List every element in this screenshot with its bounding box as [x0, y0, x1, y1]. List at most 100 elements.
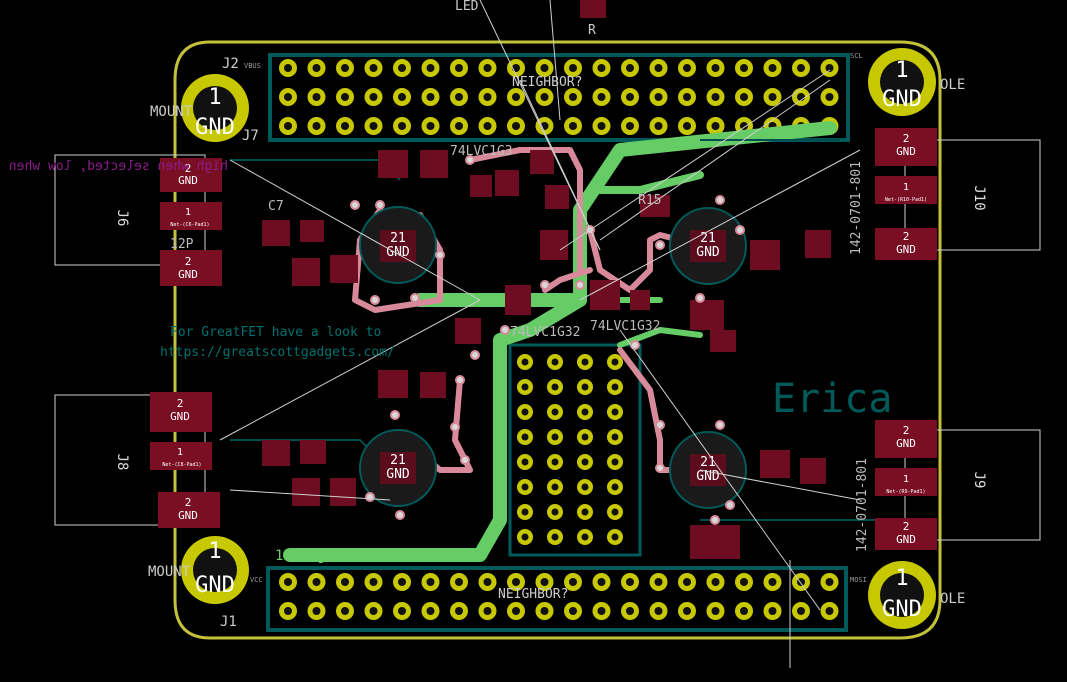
header-pin-hole	[341, 578, 349, 586]
header-pin-hole	[284, 578, 292, 586]
mounting-hole-tr: 1 GND OLE	[868, 48, 965, 116]
header-pin-hole	[569, 607, 577, 615]
header-pin-hole	[284, 122, 292, 130]
header-j2-label: J2	[222, 56, 239, 72]
header-pin-hole	[398, 578, 406, 586]
center-pin-hole	[611, 458, 619, 466]
sma-j9: J9 2 GND 1 Net-(R9-Pad1) 2 GND	[875, 420, 1041, 550]
header-j2-outline	[268, 53, 850, 142]
header-pin-hole	[312, 122, 321, 130]
header-pin-hole	[597, 122, 606, 130]
center-pin-hole	[521, 533, 529, 541]
header-pin-hole	[540, 93, 549, 101]
header-j7-label: J7	[242, 128, 259, 144]
header-pin-hole	[455, 122, 463, 130]
center-pin-hole	[551, 408, 559, 416]
header-pin-hole	[312, 578, 321, 586]
header-pin-hole	[740, 578, 748, 586]
mh-tl-net: GND	[195, 115, 235, 140]
header-pin-hole	[797, 607, 805, 615]
header-pin-hole	[483, 607, 492, 615]
sma-j9-label: J9	[971, 472, 987, 489]
note-url-1: For GreatFET have a look to	[170, 325, 381, 340]
header-pin-hole	[597, 64, 606, 72]
header-pin-hole	[540, 607, 549, 615]
sma-j10-pad2-net: Net-(R10-Pad1)	[885, 197, 927, 203]
sma-j9-pad1-num: 2	[903, 424, 910, 437]
header-pin-hole	[284, 607, 292, 615]
header-pin-hole	[369, 607, 378, 615]
center-pin-hole	[581, 458, 589, 466]
header-pin-hole	[455, 578, 463, 586]
center-pin-hole	[581, 508, 589, 516]
header-pin-hole	[398, 607, 406, 615]
header-pin-hole	[369, 93, 378, 101]
header-pin-hole	[512, 578, 520, 586]
header-pin-hole	[369, 578, 378, 586]
silk-cap12p: 12P	[170, 237, 194, 252]
header-pin-hole	[398, 64, 406, 72]
sma-j8: J8 2 GND 1 Net-(C8-Pad1) 2 GND	[54, 392, 220, 528]
header-pin-hole	[683, 93, 691, 101]
header-pin-hole	[626, 578, 634, 586]
sma-j6-pad1-net: GND	[178, 174, 198, 187]
center-pin-hole	[581, 383, 589, 391]
header-pin-hole	[455, 64, 463, 72]
center-pin-hole	[551, 433, 559, 441]
header-pin-hole	[341, 93, 349, 101]
sma-j6-pad3-net: GND	[178, 268, 198, 281]
header-pin-hole	[683, 64, 691, 72]
header-pin-hole	[483, 64, 492, 72]
center-pin-hole	[521, 458, 529, 466]
header-pin-hole	[512, 93, 520, 101]
sma-j6-pad3-num: 2	[185, 255, 192, 268]
header-pin-hole	[683, 607, 691, 615]
header-pin-hole	[683, 122, 691, 130]
sma-j10-pad1-net: GND	[896, 145, 916, 158]
header-pin-hole	[341, 122, 349, 130]
center-pin-hole	[521, 483, 529, 491]
header-pin-hole	[597, 607, 606, 615]
sma-j8-pad2-net: Net-(C8-Pad1)	[162, 462, 201, 468]
header-pin-hole	[398, 122, 406, 130]
sma-j9-pad1-net: GND	[896, 437, 916, 450]
center-pin-hole	[521, 508, 529, 516]
header-j2-silk-right: SCL	[850, 52, 863, 60]
header-pin-hole	[797, 64, 805, 72]
sma-j8-pad1-num: 2	[177, 397, 184, 410]
header-pin-hole	[426, 122, 435, 130]
sma-j10-pad3-net: GND	[896, 243, 916, 256]
mh-tr-label: OLE	[940, 77, 965, 93]
header-pin-hole	[740, 607, 748, 615]
header-pin-hole	[626, 64, 634, 72]
header-pin-hole	[626, 122, 634, 130]
header-j1-outline	[266, 566, 848, 632]
ic-tl-pin: 21	[390, 231, 406, 246]
header-pin-hole	[825, 578, 834, 586]
header-pin-hole	[740, 122, 748, 130]
silk-part801: 142-0701-801	[849, 161, 864, 255]
label-led: LED	[455, 0, 479, 14]
mh-tl-number: 1	[208, 85, 221, 110]
center-pin-hole	[581, 533, 589, 541]
ic-bottom-right: 21 GND	[669, 431, 747, 509]
header-pin-hole	[825, 64, 834, 72]
ic-tl-net: GND	[386, 245, 410, 260]
sma-j10-label: J10	[971, 185, 987, 210]
date-version: 15 August 2019 V0.2	[275, 548, 435, 564]
silk-part801b: 142-0701-801	[855, 458, 870, 552]
header-pin-hole	[711, 607, 720, 615]
ic-tr-pin: 21	[700, 231, 716, 246]
center-pin-hole	[611, 483, 619, 491]
center-connector-pins	[517, 354, 623, 545]
header-j1-label: J1	[220, 614, 237, 630]
sma-j9-pad3-num: 2	[903, 520, 910, 533]
header-pin-hole	[711, 122, 720, 130]
center-pin-hole	[581, 483, 589, 491]
header-j2-silk-left: VBUS	[244, 62, 261, 70]
silk-logic1: 74LVC1G3	[450, 144, 513, 159]
ic-bottom-left: 21 GND	[359, 429, 437, 507]
sma-j8-pad1-net: GND	[170, 410, 190, 423]
header-pin-hole	[654, 64, 663, 72]
header-pin-hole	[740, 93, 748, 101]
